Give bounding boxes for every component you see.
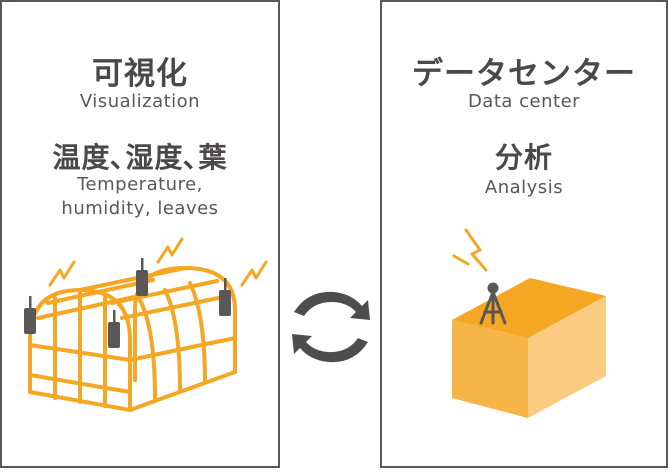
panel-description: Analysis <box>484 177 564 198</box>
panel-description-line2: humidity, leaves <box>61 198 219 219</box>
visualization-panel: 可視化 Visualization 温度､湿度､葉 Temperature, h… <box>0 0 280 468</box>
panel-subtitle: Data center <box>467 91 581 112</box>
data-center-panel: データセンター Data center 分析 Analysis <box>380 0 668 468</box>
panel-title: データセンター <box>412 56 636 92</box>
lightning-signal-icon <box>452 228 488 272</box>
panel-heading: 温度､湿度､葉 <box>52 141 228 174</box>
panel-heading: 分析 <box>494 141 553 174</box>
data-center-box-icon <box>452 228 606 418</box>
lightning-signal-icon <box>48 237 268 287</box>
panel-description-line1: Temperature, <box>77 174 203 195</box>
sensor-icon <box>24 258 231 348</box>
antenna-icon <box>479 282 507 325</box>
panel-subtitle: Visualization <box>79 91 201 112</box>
sync-arrows-icon <box>292 291 370 363</box>
panel-title: 可視化 <box>92 56 188 92</box>
greenhouse-icon <box>24 237 268 412</box>
